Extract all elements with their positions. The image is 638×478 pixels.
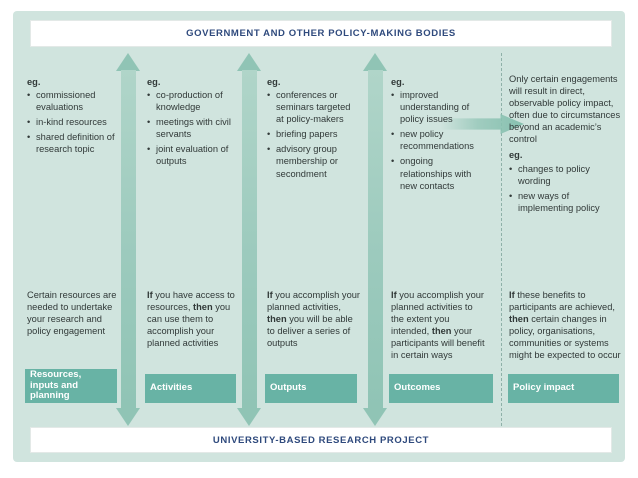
example-item: conferences or seminars targeted at poli…: [267, 89, 359, 125]
stage-label-outcomes: Outcomes: [389, 374, 493, 403]
resources-examples: eg. commissioned evaluations in-kind reso…: [27, 76, 115, 158]
example-item: advisory group membership or secondment: [267, 143, 359, 179]
arrow-shaft: [120, 70, 136, 408]
example-item: briefing papers: [267, 128, 359, 140]
stage-label-text: Outcomes: [394, 382, 441, 394]
statement-segment: then: [431, 326, 452, 337]
statement-segment: then: [193, 302, 213, 313]
arrow-up-icon: [363, 53, 387, 71]
example-item: new policy recommendations: [391, 128, 481, 152]
eg-label: eg.: [27, 77, 41, 87]
outputs-examples: eg. conferences or seminars targeted at …: [267, 76, 359, 183]
eg-label: eg.: [147, 77, 161, 87]
outcomes-examples: eg. improved understanding of policy iss…: [391, 76, 481, 195]
eg-label: eg.: [509, 150, 523, 161]
example-item: shared definition of research topic: [27, 131, 115, 155]
example-item: improved understanding of policy issues: [391, 89, 481, 125]
statement-segment: If: [391, 290, 397, 300]
policy-impact-intro: Only certain engagements will result in …: [509, 74, 621, 145]
arrow-down-icon: [116, 408, 140, 426]
example-list: commissioned evaluations in-kind resource…: [27, 89, 115, 155]
statement-segment: these benefits to participants are achie…: [509, 290, 615, 313]
eg-label: eg.: [391, 77, 405, 87]
stage-label-text: Resources, inputs and planning: [30, 368, 82, 402]
top-banner-label: GOVERNMENT AND OTHER POLICY-MAKING BODIE…: [186, 28, 456, 39]
example-list: conferences or seminars targeted at poli…: [267, 89, 359, 180]
statement-segment: you can use them to accomplish your plan…: [147, 302, 231, 349]
diagram-canvas: GOVERNMENT AND OTHER POLICY-MAKING BODIE…: [13, 11, 625, 462]
example-item: new ways of implementing policy: [509, 190, 623, 214]
stage-label-activities: Activities: [145, 374, 236, 403]
arrow-down-icon: [363, 408, 387, 426]
bottom-banner-label: UNIVERSITY-BASED RESEARCH PROJECT: [212, 434, 430, 446]
statement-segment: If: [267, 290, 273, 300]
example-item: commissioned evaluations: [27, 89, 115, 113]
stage-label-policy-impact: Policy impact: [508, 374, 619, 403]
stage-label-resources: Resources, inputs and planning: [25, 369, 117, 403]
arrow-down-icon: [237, 408, 261, 426]
example-list: changes to policy wording new ways of imp…: [509, 163, 623, 214]
statement-segment: then: [267, 314, 287, 325]
arrow-up-icon: [237, 53, 261, 71]
activities-statement: If you have access to resources, then yo…: [147, 289, 237, 349]
example-item: in-kind resources: [27, 116, 115, 128]
statement-segment: If: [147, 290, 153, 300]
statement-segment: you accomplish your planned activities,: [267, 290, 361, 313]
example-item: co-production of knowledge: [147, 89, 233, 113]
example-item: meetings with civil servants: [147, 116, 233, 140]
example-item: ongoing relationships with new contacts: [391, 155, 481, 191]
stage-label-text: Outputs: [270, 382, 307, 394]
example-item: changes to policy wording: [509, 163, 623, 187]
example-item: joint evaluation of outputs: [147, 143, 233, 167]
bottom-banner: UNIVERSITY-BASED RESEARCH PROJECT: [30, 427, 612, 453]
impact-boundary-dashed-line: [501, 53, 502, 426]
statement-segment: then: [509, 314, 529, 325]
example-list: improved understanding of policy issues n…: [391, 89, 481, 192]
example-list: co-production of knowledge meetings with …: [147, 89, 233, 167]
statement-segment: you have access to resources,: [147, 290, 235, 313]
statement-segment: you will be able to deliver a series of …: [267, 314, 353, 349]
policy-impact-statement: If these benefits to participants are ac…: [509, 289, 623, 361]
statement-segment: your participants will benefit in certai…: [391, 326, 485, 361]
statement-segment: If: [509, 290, 515, 300]
policy-impact-examples: Only certain engagements will result in …: [509, 73, 623, 217]
outcomes-statement: If you accomplish your planned activitie…: [391, 289, 485, 361]
resources-statement: Certain resources are needed to undertak…: [27, 289, 117, 337]
eg-label: eg.: [267, 77, 281, 87]
statement-segment: you accomplish your planned activities t…: [391, 290, 485, 337]
statement-segment: certain changes in policy, organisations…: [509, 314, 621, 361]
stage-label-text: Activities: [150, 382, 193, 394]
stage-label-outputs: Outputs: [265, 374, 357, 403]
arrow-shaft: [241, 70, 257, 408]
outputs-statement: If you accomplish your planned activitie…: [267, 289, 361, 349]
activities-examples: eg. co-production of knowledge meetings w…: [147, 76, 233, 171]
statement-segment: Certain resources are needed to undertak…: [27, 290, 117, 337]
top-banner: GOVERNMENT AND OTHER POLICY-MAKING BODIE…: [30, 20, 612, 47]
stage-label-text: Policy impact: [513, 382, 575, 394]
arrow-shaft: [367, 70, 383, 408]
arrow-up-icon: [116, 53, 140, 71]
